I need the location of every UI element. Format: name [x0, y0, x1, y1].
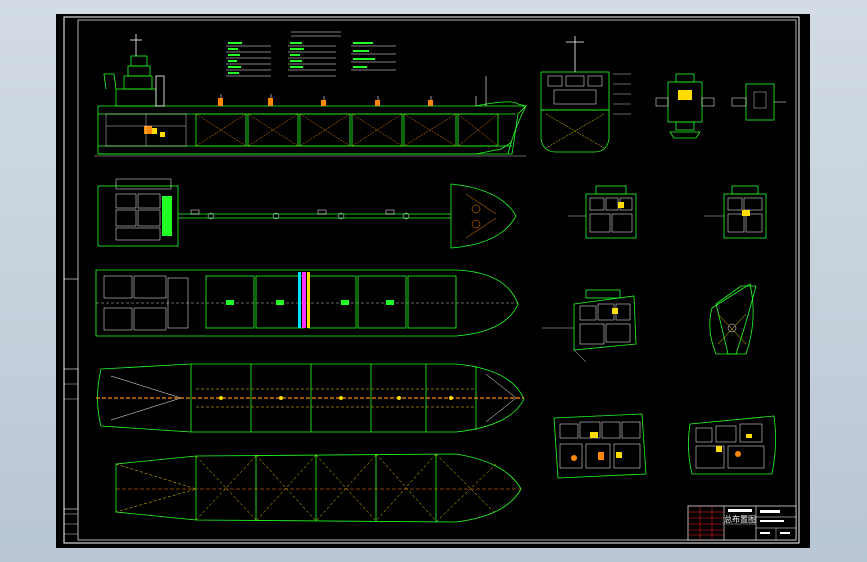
deck-plan-a [568, 185, 637, 239]
side-revision-strip [63, 368, 79, 510]
profile-view [94, 31, 527, 157]
deck-plan-c [542, 289, 637, 363]
title-block: 总布置图 [687, 505, 797, 541]
upper-deck-plan [95, 269, 519, 337]
steering-gear-plan [688, 415, 776, 475]
bridge-detail-view [655, 73, 715, 139]
title-block-title: 总布置图 [724, 514, 756, 524]
engine-room-plan [553, 413, 647, 479]
drawing-sheet[interactable]: 总布置图 [56, 14, 810, 548]
deck-plan-b [704, 185, 767, 239]
ship-general-arrangement-drawing: 总布置图 [63, 16, 800, 544]
main-deck-plan [97, 178, 517, 249]
specification-table [226, 31, 396, 77]
double-bottom-plan [115, 453, 522, 523]
midship-section [540, 36, 631, 153]
outer-frame [63, 16, 800, 544]
wheelhouse-detail-view [731, 83, 786, 121]
forecastle-plan [709, 283, 757, 355]
inner-frame [77, 19, 797, 541]
hold-plan [96, 363, 525, 433]
